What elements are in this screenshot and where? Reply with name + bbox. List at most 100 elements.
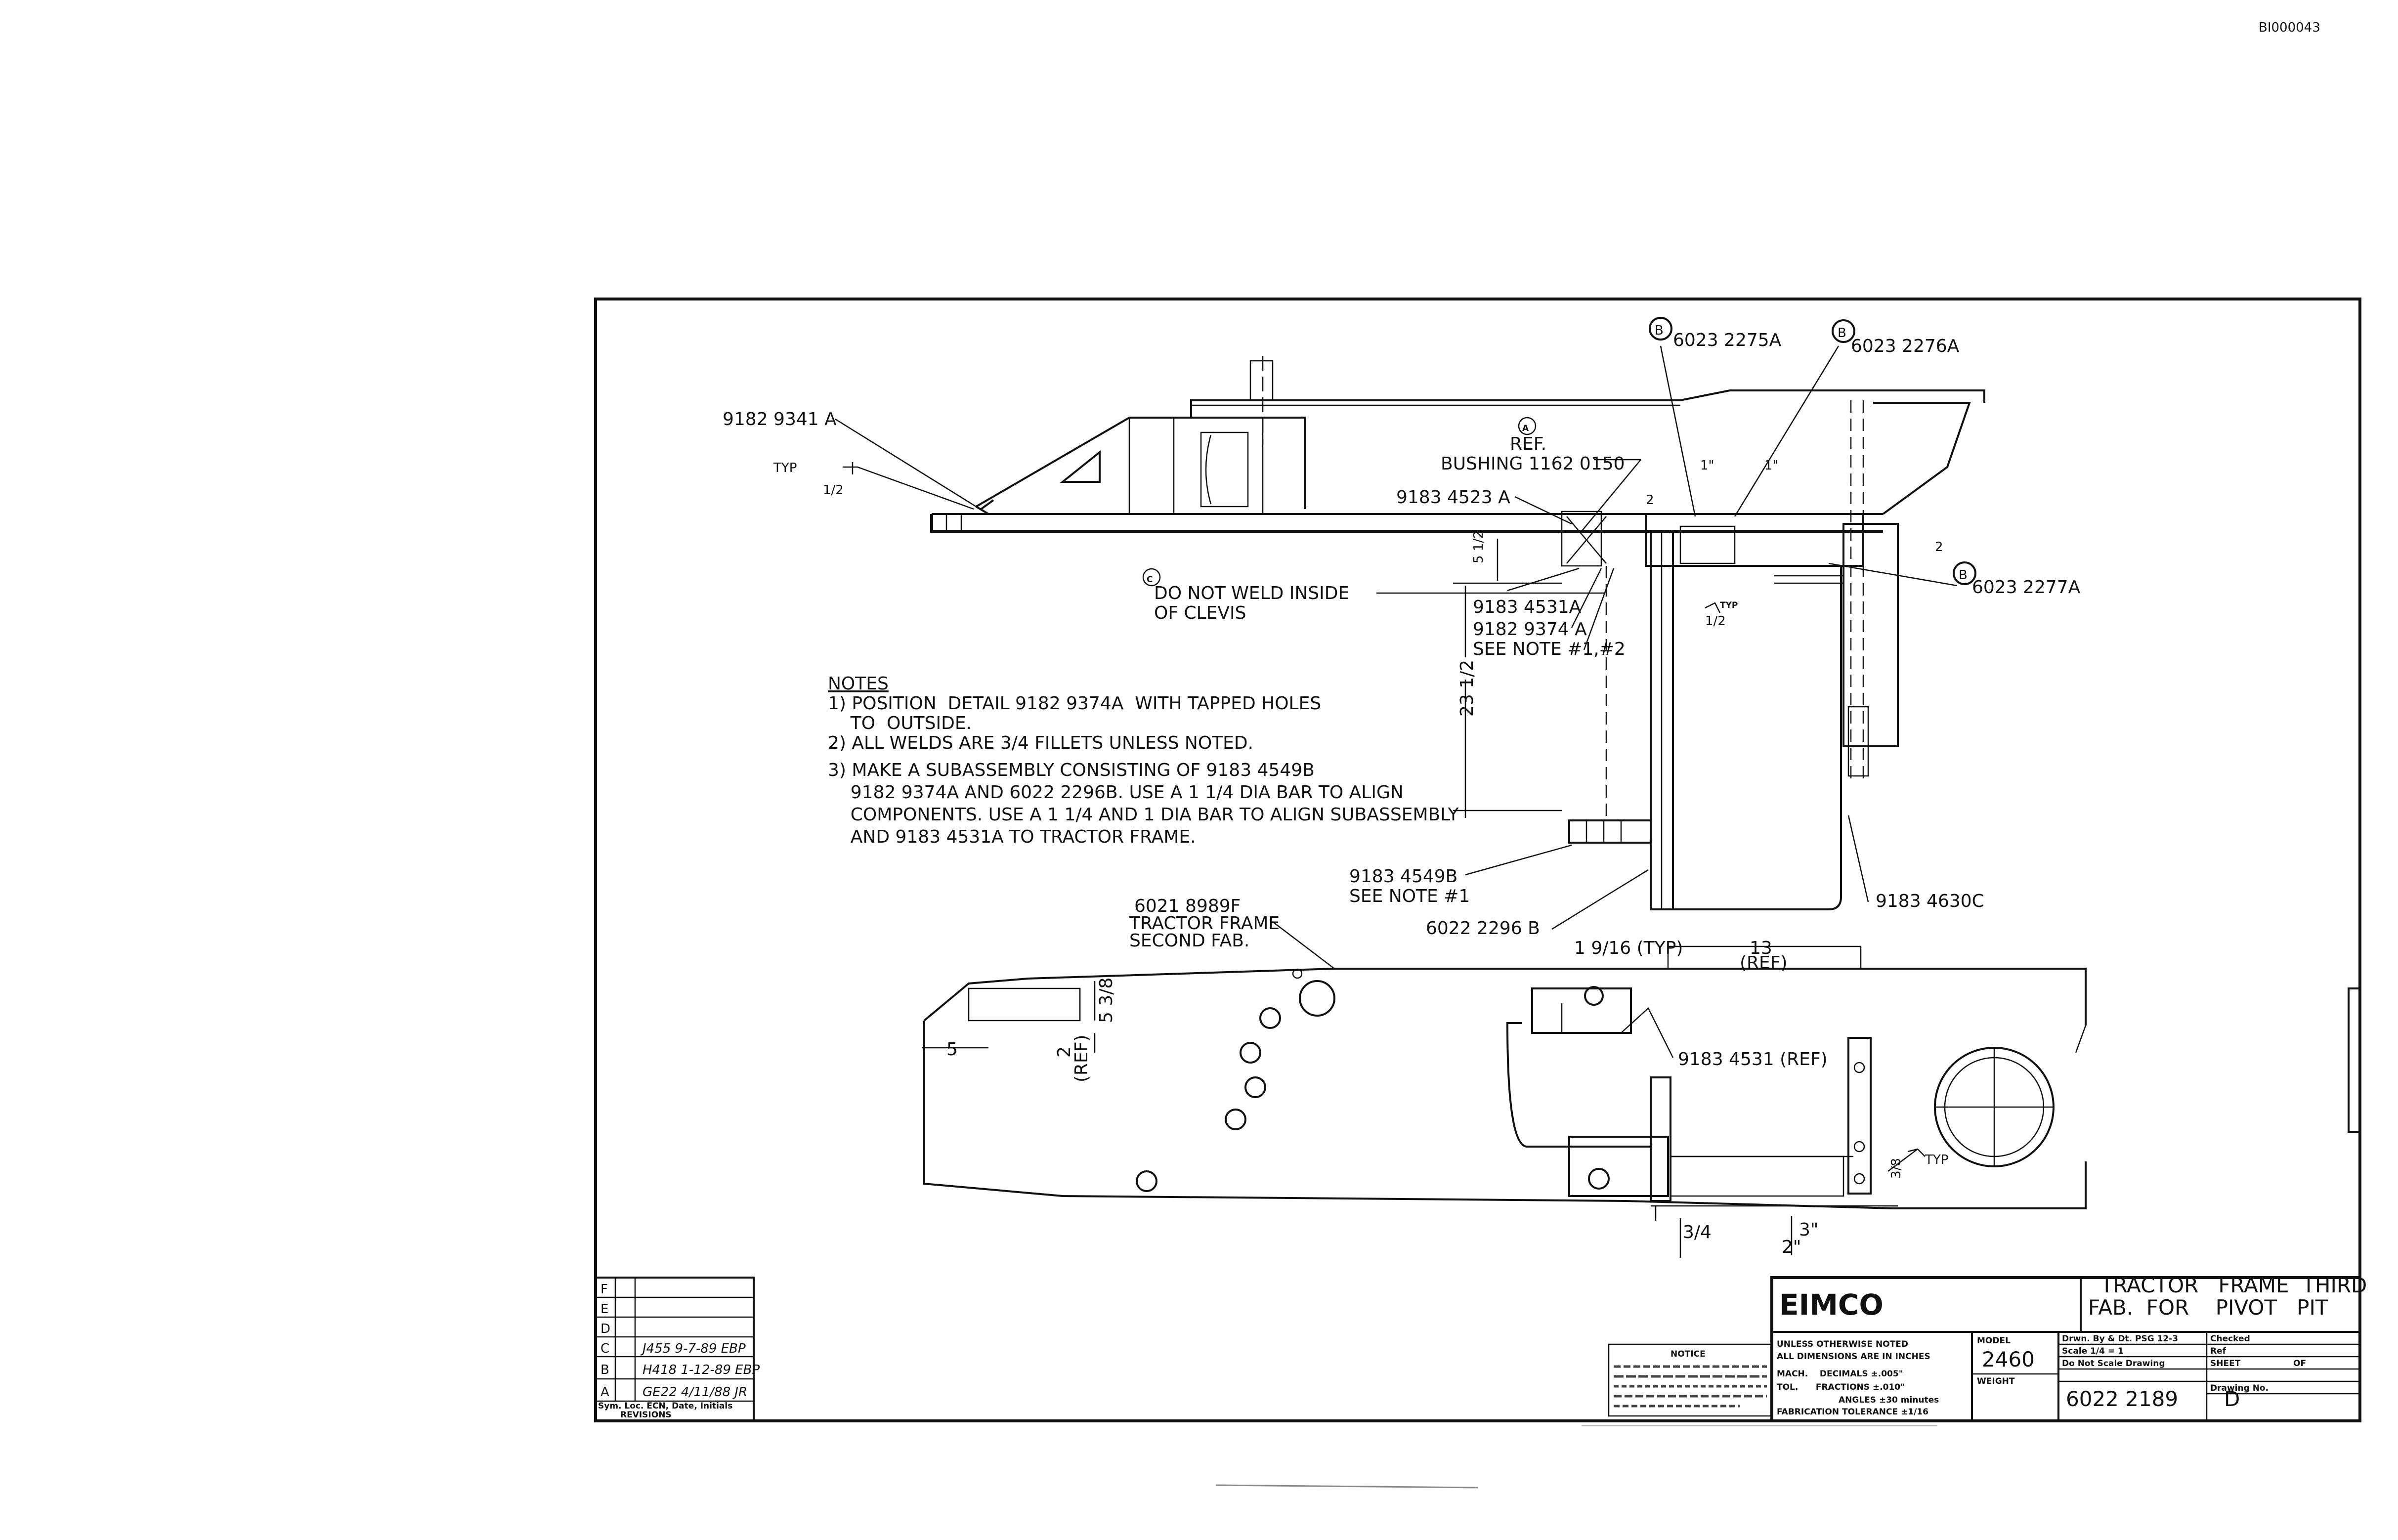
note-c-line2: OF CLEVIS [1154, 603, 1246, 623]
part-6023-2276a: 6023 2276A [1851, 336, 1960, 356]
dim-13: 13 [1750, 938, 1772, 958]
rev-sym-c: C [600, 1341, 609, 1356]
rev-sym-e: E [600, 1302, 608, 1317]
dim-2-ref-label: (REF) [1071, 1034, 1092, 1082]
typ-label-3: TYP [1925, 1153, 1948, 1167]
sheet-of: OF [2293, 1359, 2306, 1369]
part-9182-9341a: 9182 9341 A [723, 409, 837, 429]
part-6021-8989f: 6021 8989F [1134, 896, 1241, 916]
rev-sym-a: A [600, 1385, 609, 1400]
drawing-number: 6022 2189 [2066, 1387, 2178, 1411]
rev-text-b: H418 1-12-89 EBP [642, 1363, 760, 1377]
company-logo: EIMCO [1779, 1288, 1884, 1322]
rev-footer-2: REVISIONS [620, 1410, 672, 1420]
see-note-1-2: SEE NOTE #1,#2 [1473, 639, 1626, 659]
part-9182-9374a: 9182 9374 A [1473, 619, 1587, 640]
dim-5: 5 [946, 1039, 958, 1060]
notes-block: NOTES 1) POSITION DETAIL 9182 9374A WITH… [828, 674, 1459, 847]
dim-13-ref: (REF) [1740, 953, 1788, 973]
tol-line-6: FABRICATION TOLERANCE ±1/16 [1777, 1407, 1928, 1417]
note-line-7: AND 9183 4531A TO TRACTOR FRAME. [828, 827, 1196, 847]
balloon-a [1518, 417, 1537, 435]
elevation-view [930, 356, 1985, 910]
dim-5-3-8: 5 3/8 [1096, 978, 1116, 1023]
dim-half-typ: 1/2 [1705, 614, 1726, 629]
drawing-border [594, 298, 2361, 1422]
dim-1in-a: 1" [1700, 458, 1714, 473]
note-line-6: COMPONENTS. USE A 1 1/4 AND 1 DIA BAR TO… [828, 805, 1459, 825]
tol-line-4: TOL. FRACTIONS ±.010" [1777, 1382, 1905, 1392]
dim-1in-b: 1" [1764, 458, 1779, 473]
document-id: BI000043 [2259, 20, 2320, 35]
rev-sym-b: B [600, 1363, 609, 1377]
ref-label: REF. [1510, 434, 1546, 454]
plan-view [923, 968, 2087, 1255]
leader-lines-top [835, 345, 1958, 930]
border-notch [2348, 987, 2360, 1133]
part-9183-4523a: 9183 4523 A [1396, 487, 1510, 508]
balloon-b-2-label: B [1838, 326, 1846, 341]
dim-2in: 2" [1782, 1237, 1801, 1257]
typ-label-2: TYP [1720, 600, 1738, 610]
rev-sym-f: F [600, 1282, 608, 1297]
leader-lines-plan [922, 921, 1926, 1258]
title-line-1: TRACTOR FRAME THIRD [2100, 1273, 2367, 1297]
note-line-2: TO OUTSIDE. [828, 713, 972, 733]
tol-line-5: ANGLES ±30 minutes [1839, 1395, 1939, 1405]
part-9183-4549b: 9183 4549B [1349, 866, 1457, 887]
dim-3-8: 3/8 [1889, 1158, 1904, 1179]
dim-2-b: 2 [1935, 540, 1943, 555]
note-line-1: 1) POSITION DETAIL 9182 9374A WITH TAPPE… [828, 693, 1321, 714]
rev-sym-d: D [600, 1322, 610, 1336]
tol-line-1: UNLESS OTHERWISE NOTED [1777, 1339, 1908, 1349]
revision-letter: D [2224, 1387, 2240, 1411]
dim-3-4: 3/4 [1683, 1222, 1712, 1242]
see-note-1: SEE NOTE #1 [1349, 886, 1470, 906]
title-line-2: FAB. FOR PIVOT PIT [2088, 1295, 2328, 1320]
part-9183-4531a: 9183 4531A [1473, 597, 1582, 617]
balloon-a-label: A [1522, 424, 1529, 433]
tractor-frame-line2: SECOND FAB. [1129, 931, 1249, 951]
part-9183-4630c: 9183 4630C [1876, 891, 1984, 911]
part-9183-4531-ref: 9183 4531 (REF) [1678, 1049, 1828, 1069]
notice-block: NOTICE [1608, 1343, 1773, 1417]
bushing-label: BUSHING 1162 0150 [1441, 454, 1625, 474]
revisions-table: F E D C B A J455 9-7-89 EBP H418 1-12-89… [595, 1277, 760, 1422]
drawing-no-label: Drawing No. [2210, 1383, 2269, 1393]
ref-field: Ref [2210, 1346, 2227, 1356]
drawn-by: Drwn. By & Dt. PSG 12-3 [2062, 1334, 2178, 1344]
title-block: EIMCO TRACTOR FRAME THIRD FAB. FOR PIVOT… [1770, 1273, 2367, 1422]
sheet-label: SHEET [2210, 1359, 2241, 1369]
scale: Scale 1/4 = 1 [2062, 1346, 2124, 1356]
scan-artifact [1215, 1484, 1478, 1489]
rev-footer-1: Sym. Loc. ECN, Date, Initials [598, 1401, 732, 1411]
balloon-b-1 [1649, 317, 1672, 341]
tol-line-2: ALL DIMENSIONS ARE IN INCHES [1777, 1352, 1930, 1362]
note-c-line1: DO NOT WELD INSIDE [1154, 583, 1349, 603]
dim-5-1-2: 5 1/2 [1471, 530, 1486, 563]
dim-23-1-2: 23 1/2 [1457, 660, 1477, 717]
rev-text-a: GE22 4/11/88 JR [642, 1385, 747, 1400]
checked-by: Checked [2210, 1334, 2250, 1344]
balloon-b-2 [1832, 319, 1855, 343]
part-6022-2296b: 6022 2296 B [1426, 918, 1540, 939]
dim-2-ref-value: 2 [1054, 1046, 1074, 1058]
tractor-frame-line1: TRACTOR FRAME [1129, 913, 1280, 934]
note-line-5: 9182 9374A AND 6022 2296B. USE A 1 1/4 D… [828, 782, 1404, 803]
do-not-scale: Do Not Scale Drawing [2062, 1359, 2165, 1369]
balloon-b-3 [1953, 561, 1976, 585]
balloon-c [1142, 568, 1161, 587]
dim-3in: 3" [1799, 1220, 1818, 1240]
rev-text-c: J455 9-7-89 EBP [640, 1341, 746, 1356]
dim-2-a: 2 [1646, 493, 1654, 508]
typ-label: TYP [773, 461, 797, 475]
weight-label: WEIGHT [1977, 1376, 2015, 1386]
balloon-b-1-label: B [1655, 323, 1664, 338]
notice-title: NOTICE [1670, 1349, 1706, 1359]
note-line-3: 2) ALL WELDS ARE 3/4 FILLETS UNLESS NOTE… [828, 733, 1253, 753]
part-6023-2275a: 6023 2275A [1673, 330, 1782, 350]
model-number: 2460 [1982, 1347, 2035, 1371]
balloon-b-3-label: B [1959, 568, 1968, 583]
tol-line-3: MACH. DECIMALS ±.005" [1777, 1369, 1903, 1379]
